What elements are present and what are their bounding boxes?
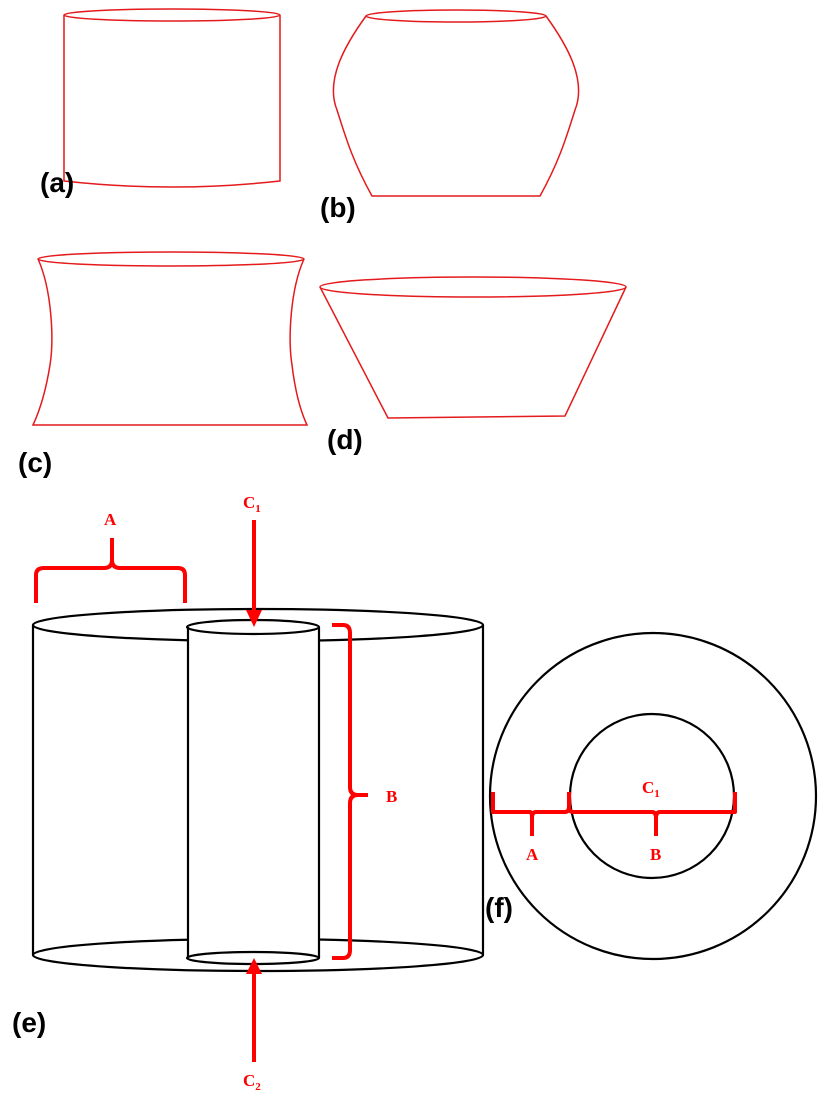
hollow-cylinder <box>31 607 485 973</box>
shape-a-cylinder <box>63 8 281 188</box>
label-d: (d) <box>327 424 363 455</box>
label-C1-section: C1 <box>642 778 660 800</box>
label-A: A <box>104 510 117 529</box>
label-f: (f) <box>485 892 513 923</box>
shape-c-concave <box>31 251 309 426</box>
label-C1: C1 <box>243 493 261 515</box>
label-e: (e) <box>12 1007 46 1038</box>
bracket-a <box>34 538 187 603</box>
label-A-section: A <box>526 845 539 864</box>
shape-d-frustum <box>319 276 627 419</box>
label-B-section: B <box>650 845 661 864</box>
label-B: B <box>386 787 397 806</box>
label-a: (a) <box>40 167 74 198</box>
label-c: (c) <box>18 447 52 478</box>
label-b: (b) <box>320 192 356 223</box>
arrow-c2 <box>246 958 262 1062</box>
bracket-a-b <box>491 792 737 836</box>
bracket-b <box>332 623 368 960</box>
label-C2: C2 <box>243 1071 261 1093</box>
arrow-c1 <box>246 520 262 627</box>
shape-b-barrel <box>332 9 580 197</box>
